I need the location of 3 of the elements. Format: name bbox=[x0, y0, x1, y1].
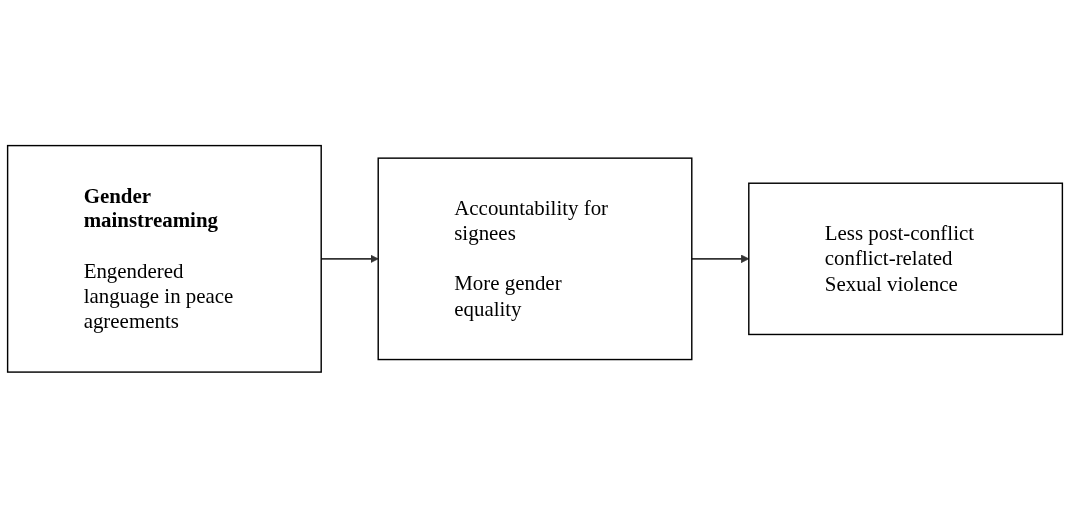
node-box: Accountability for signees More gender equality bbox=[377, 157, 693, 361]
node-box: Less post-conflict conflict-related Sexual violence bbox=[748, 182, 1064, 336]
node-box: Gender mainstreaming Engendered language in peace agreements bbox=[6, 145, 322, 373]
